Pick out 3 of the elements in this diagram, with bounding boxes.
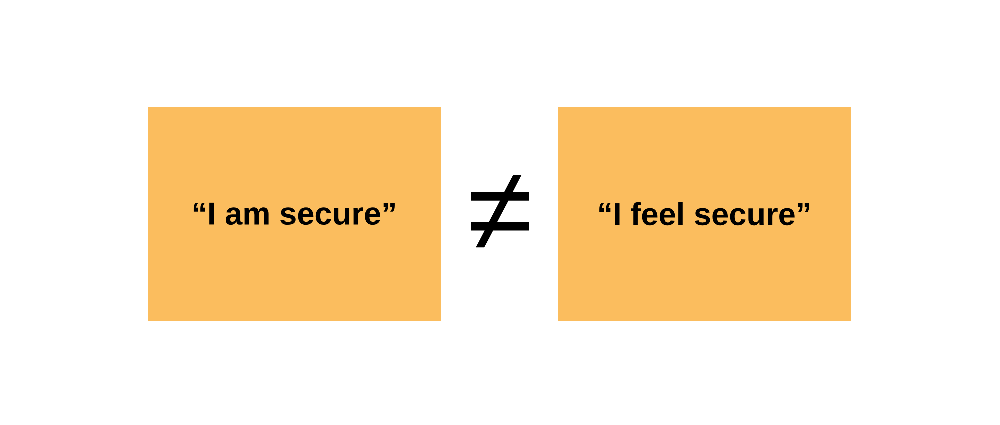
not-equal-sign: ≠ (471, 175, 530, 248)
text-box: “I feel secure” (558, 107, 851, 321)
text-box: “I am secure” (148, 107, 441, 321)
